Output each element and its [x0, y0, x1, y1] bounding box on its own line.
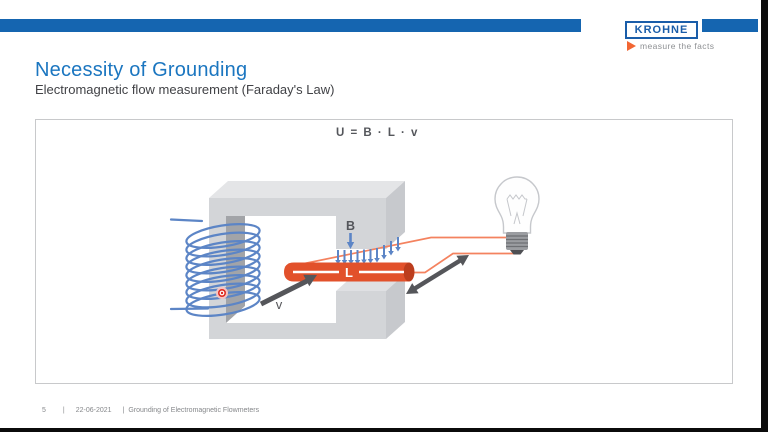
page-number: 5	[42, 407, 46, 414]
slide-subtitle: Electromagnetic flow measurement (Farada…	[35, 82, 335, 97]
flow-tube: L	[284, 262, 415, 282]
bulb-screw-base	[506, 232, 528, 250]
logo-tagline: measure the facts	[627, 41, 714, 51]
footer-separator: |	[62, 407, 65, 414]
coil-lead-top	[169, 218, 204, 223]
bulb-contact-tip	[510, 250, 524, 255]
header-bar-right	[702, 19, 758, 32]
coil-lead-bottom	[169, 307, 210, 311]
excitation-coil	[169, 218, 261, 317]
current-direction-arrow-icon	[406, 255, 469, 294]
electrode-wire-bottom	[409, 252, 515, 274]
header-bar-left	[0, 19, 581, 32]
faraday-formula: U = B · L · v	[336, 127, 419, 139]
tube-end-cap	[403, 262, 415, 282]
footer-date: 22-06-2021	[75, 407, 112, 414]
b-field-arrows	[335, 237, 401, 265]
footer-doc-title: Grounding of Electromagnetic Flowmeters	[128, 407, 260, 414]
b-label: B	[346, 219, 355, 233]
b-field-label-group: B	[346, 219, 355, 249]
krohne-logo: KROHNE	[625, 21, 698, 39]
light-bulb-icon	[494, 176, 540, 255]
electrode-wire-top	[284, 236, 506, 269]
current-dot-icon	[216, 287, 228, 299]
velocity-arrow-icon	[259, 274, 317, 307]
l-label: L	[345, 265, 353, 280]
slide-footer: 5 | 22-06-2021 | Grounding of Electromag…	[42, 407, 259, 414]
faraday-diagram: B L v	[169, 176, 540, 339]
v-label: v	[276, 297, 283, 312]
bulb-filament	[506, 194, 528, 225]
tagline-text: measure the facts	[640, 41, 715, 51]
diagram-panel: B L v	[35, 119, 733, 384]
slide-title: Necessity of Grounding	[35, 59, 248, 81]
tagline-arrow-icon	[627, 41, 636, 51]
footer-separator: |	[122, 407, 125, 414]
krohne-logo-text: KROHNE	[634, 23, 689, 36]
